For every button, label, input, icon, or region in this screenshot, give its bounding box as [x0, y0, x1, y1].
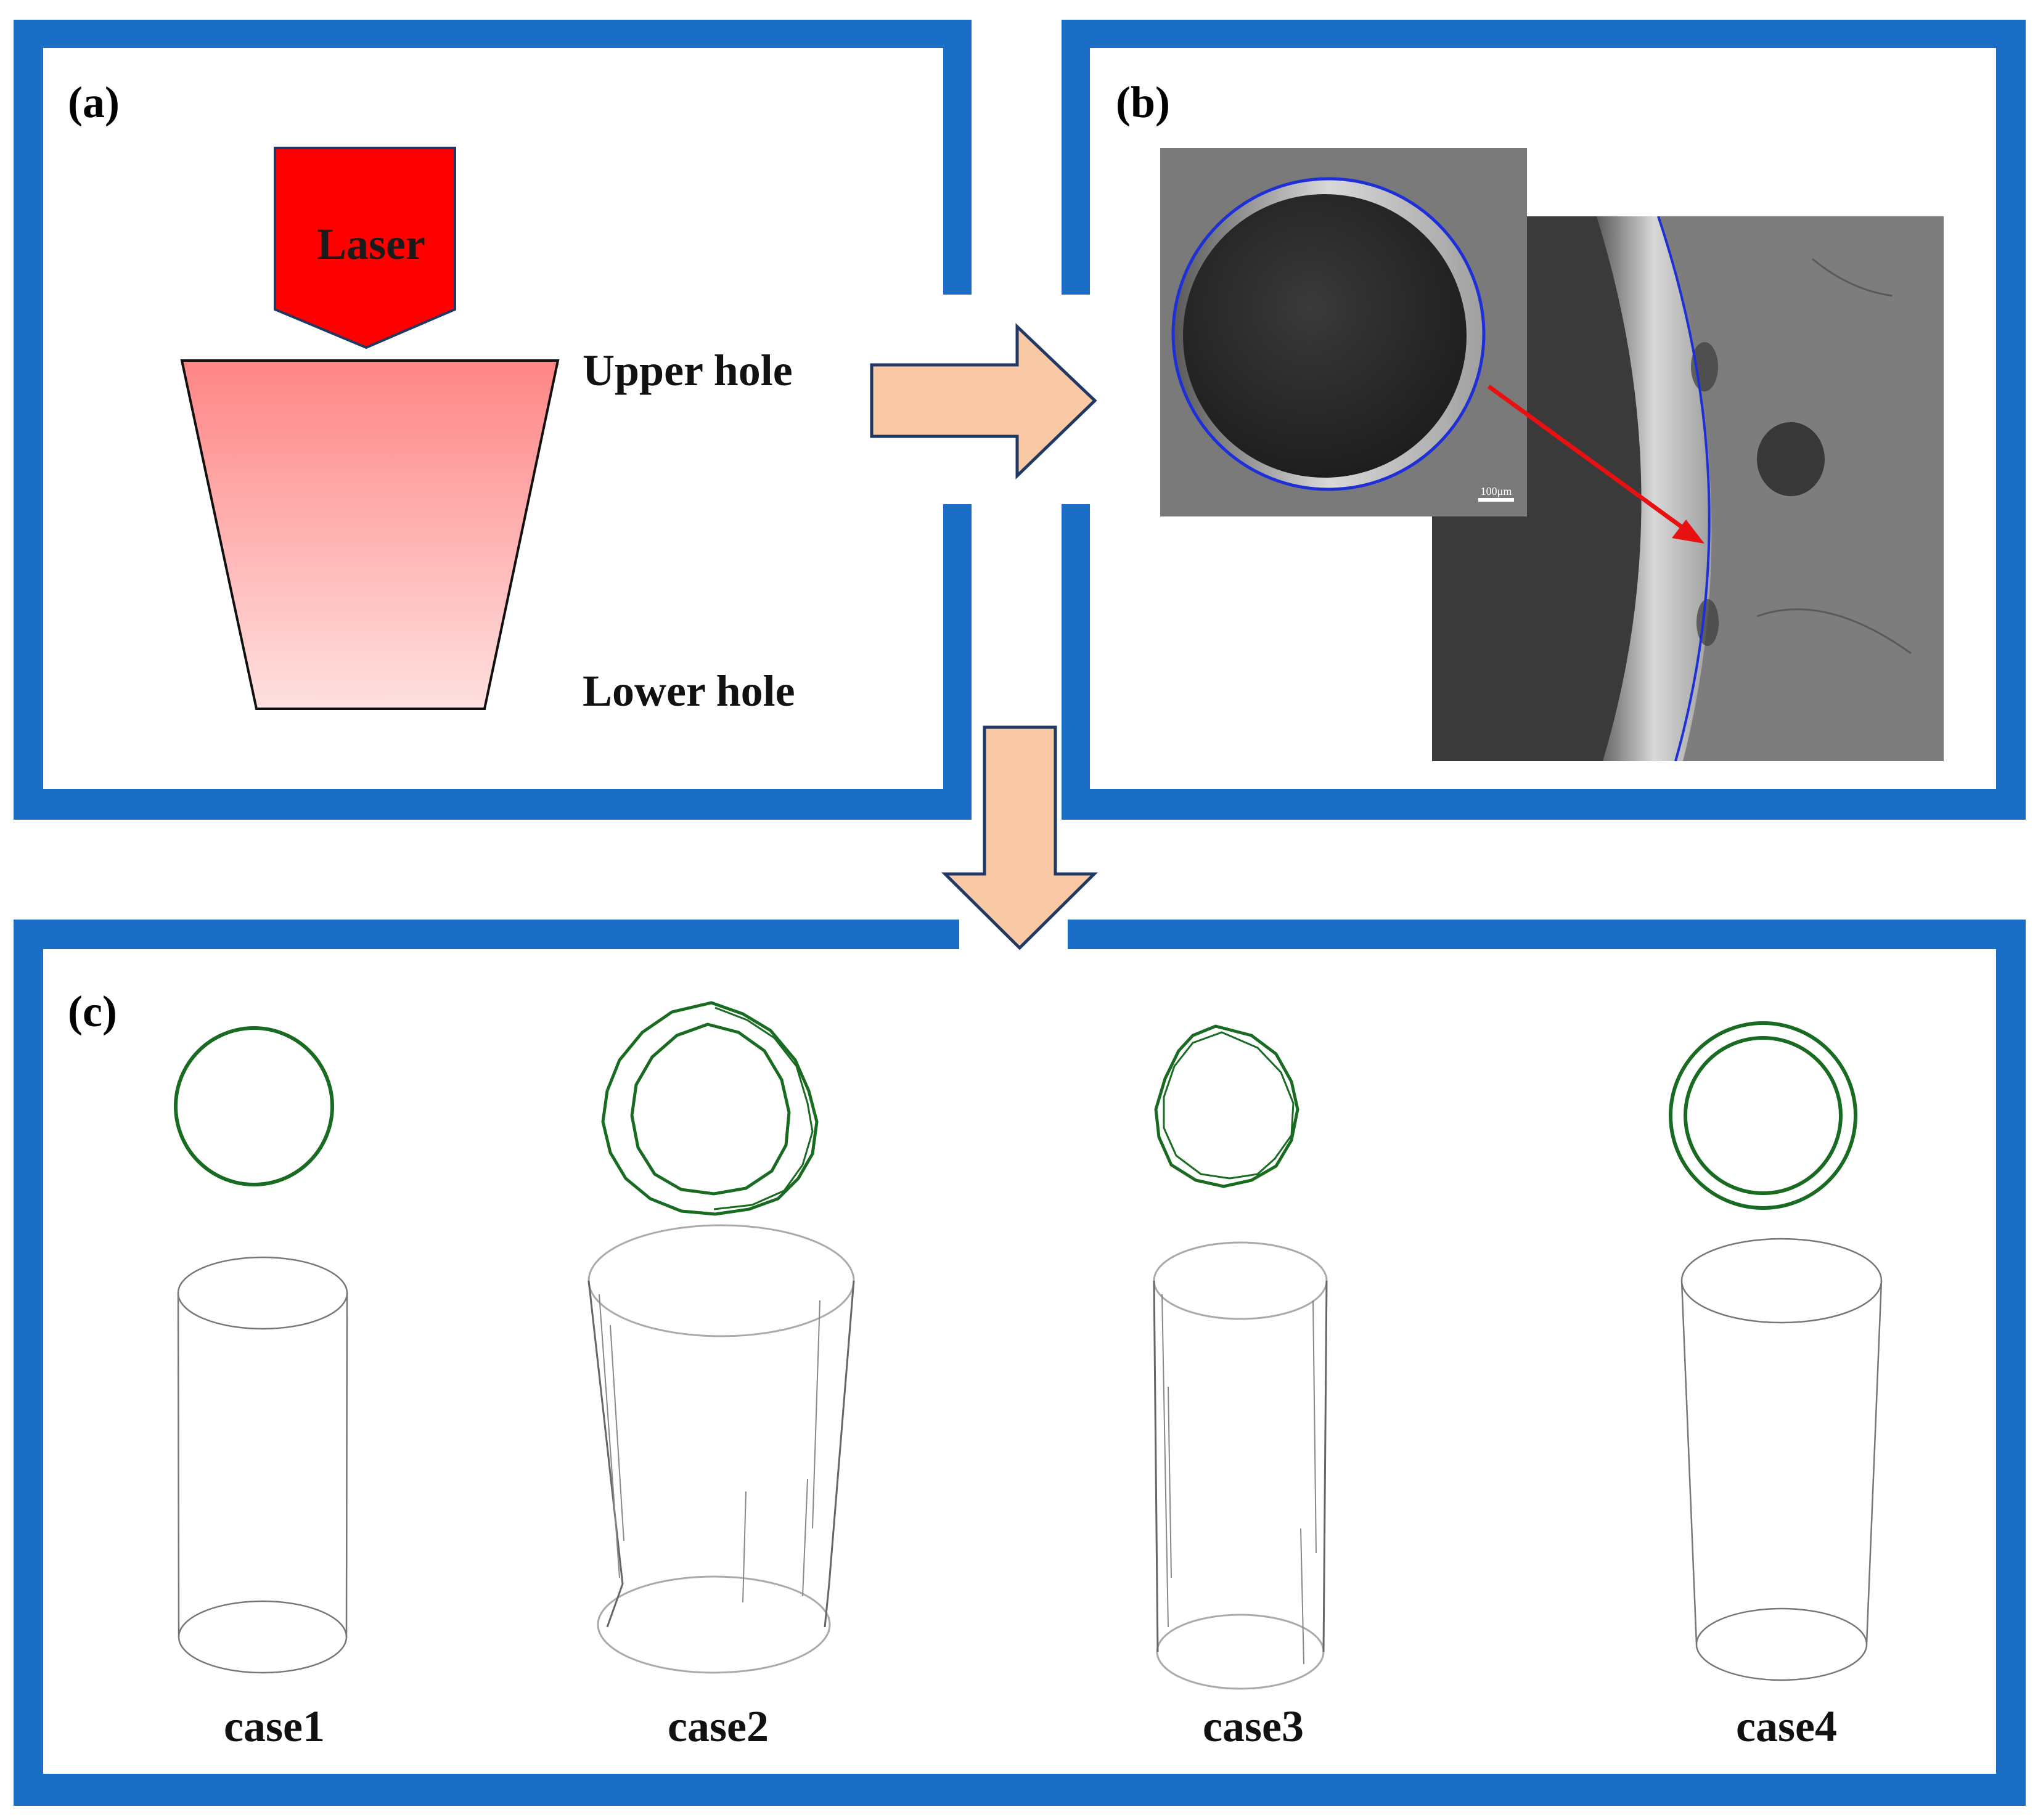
- panel-c: (c) case1 cas: [14, 920, 2026, 1806]
- laser-source-shape: [274, 147, 456, 349]
- case2-cylinder: [587, 1224, 855, 1674]
- case2-label: case2: [668, 1702, 769, 1751]
- case2-contour: [601, 1001, 819, 1216]
- case1-label: case1: [224, 1702, 325, 1751]
- case3-contour: [1154, 1024, 1299, 1188]
- case3-cylinder: [1153, 1241, 1328, 1690]
- case4-label: case4: [1736, 1702, 1837, 1751]
- down-flow-arrow: [941, 725, 1099, 950]
- panel-b-label: (b): [1116, 78, 1170, 127]
- right-flow-arrow: [870, 323, 1097, 479]
- laser-label: Laser: [317, 219, 425, 269]
- scale-bar-text: 100μm: [1481, 485, 1512, 497]
- case4-cylinder: [1680, 1238, 1883, 1681]
- overview-edge-trace: [1171, 177, 1486, 491]
- panel-c-frame: [14, 920, 2026, 1806]
- scale-bar: [1478, 498, 1514, 502]
- case1-cylinder: [177, 1256, 348, 1674]
- zoom-edge-trace: [1657, 216, 1711, 761]
- panel-a: (a) Laser Upper hole Lower hole: [14, 20, 972, 820]
- case1-contour: [174, 1026, 334, 1186]
- zoom-pointer-arrow: [1487, 385, 1704, 544]
- case2-group: case2: [587, 1001, 855, 1751]
- panel-c-label: (c): [68, 987, 117, 1036]
- tapered-hole-shape: [180, 359, 560, 710]
- case1-group: case1: [174, 1026, 348, 1751]
- panel-a-label: (a): [68, 78, 120, 127]
- case4-contour: [1669, 1021, 1857, 1210]
- case4-group: case4: [1669, 1021, 1883, 1751]
- lower-hole-label: Lower hole: [583, 666, 795, 716]
- overview-micrograph: 100μm: [1160, 148, 1527, 516]
- panel-b: (b) 100μm: [1062, 20, 2026, 820]
- upper-hole-label: Upper hole: [583, 346, 793, 395]
- case3-label: case3: [1203, 1702, 1304, 1751]
- case3-group: case3: [1153, 1024, 1328, 1751]
